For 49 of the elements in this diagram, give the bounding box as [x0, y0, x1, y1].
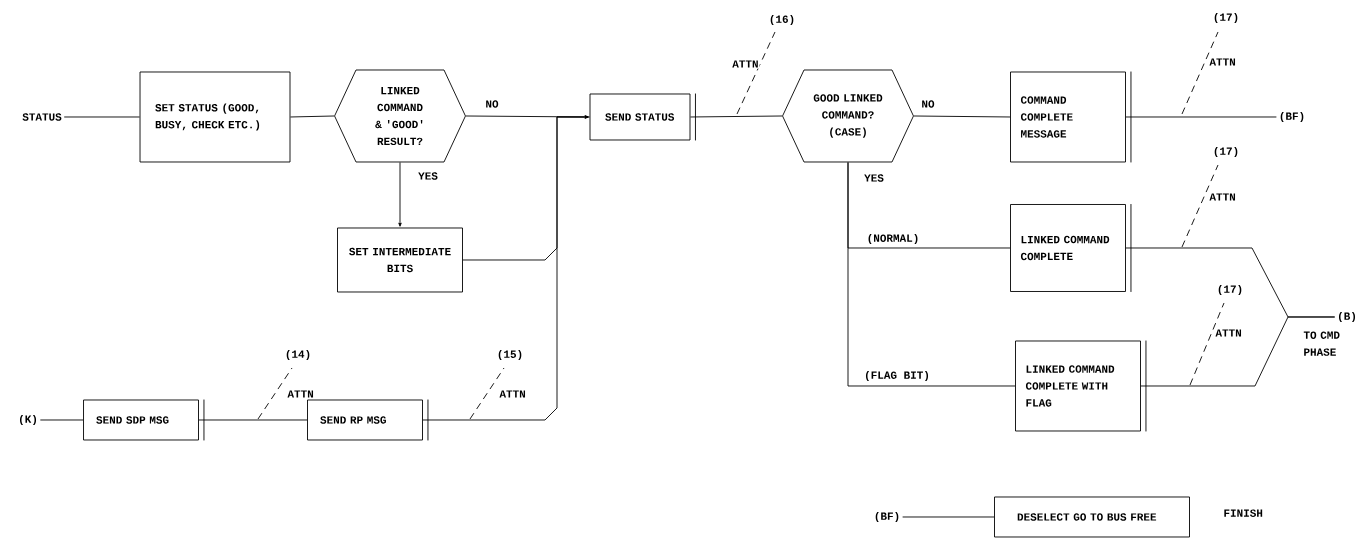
edge-label: YES [417, 171, 439, 181]
edge-label: NO [920, 99, 936, 109]
connector-line [847, 162, 1016, 387]
annotation-text: ATTN [731, 59, 760, 69]
flow-label: (BF) [1280, 111, 1304, 123]
note-text: TO CMD PHASE [1303, 331, 1340, 356]
flow-label: (B) [1339, 311, 1356, 323]
annotation-text: (17) [1211, 145, 1241, 159]
process-box: SET STATUS (GOOD, BUSY, CHECK ETC.) [139, 71, 291, 163]
connector-line [902, 516, 995, 518]
decision-hexagon: LINKED COMMAND & 'GOOD' RESULT? [334, 69, 466, 163]
note-text: FINISH [1224, 509, 1263, 517]
edge-label: (FLAG BIT) [863, 369, 931, 383]
annotation-text: (14) [283, 348, 313, 362]
process-box: SEND STATUS [589, 93, 696, 141]
process-box: LINKED COMMAND COMPLETE WITH FLAG [1015, 340, 1147, 432]
annotation-text: (17) [1215, 283, 1245, 297]
connector-line [398, 162, 402, 227]
edge-label: (NORMAL) [865, 232, 921, 246]
annotation-text: (17) [1211, 11, 1241, 25]
flow-label: STATUS [22, 113, 62, 121]
annotation-text: ATTN [1208, 192, 1237, 202]
annotation-text: YES [863, 173, 885, 183]
connector-line [465, 115, 590, 118]
annotation-text: ATTN [498, 389, 527, 399]
process-box: SEND SDP MSG [83, 399, 205, 441]
connector-line [63, 116, 140, 118]
process-box: DESELECT GO TO BUS FREE [994, 496, 1190, 538]
connector-line [690, 115, 783, 118]
process-box: SEND RP MSG [307, 399, 429, 441]
annotation-text: ATTN [286, 389, 315, 399]
process-box: SET INTERMEDIATE BITS [337, 227, 463, 293]
annotation-text: (15) [495, 348, 525, 362]
process-box: COMMAND COMPLETE MESSAGE [1010, 71, 1132, 163]
decision-hexagon: GOOD LINKED COMMAND? (CASE) [782, 69, 914, 163]
flow-label: (BF) [875, 511, 899, 523]
annotation-text: (16) [767, 13, 797, 27]
edge-label: NO [484, 99, 500, 109]
connector-line [1125, 116, 1277, 118]
connector-line [1140, 316, 1336, 387]
flow-label: (K) [20, 414, 37, 426]
connector-line [422, 115, 589, 421]
connector-line [913, 115, 1011, 118]
annotation-text: ATTN [1208, 57, 1237, 67]
connector-line [39, 419, 84, 421]
process-box: LINKED COMMAND COMPLETE [1010, 203, 1132, 293]
connector-line [290, 115, 335, 118]
annotation-text: ATTN [1214, 328, 1243, 338]
connector-line [198, 419, 308, 421]
